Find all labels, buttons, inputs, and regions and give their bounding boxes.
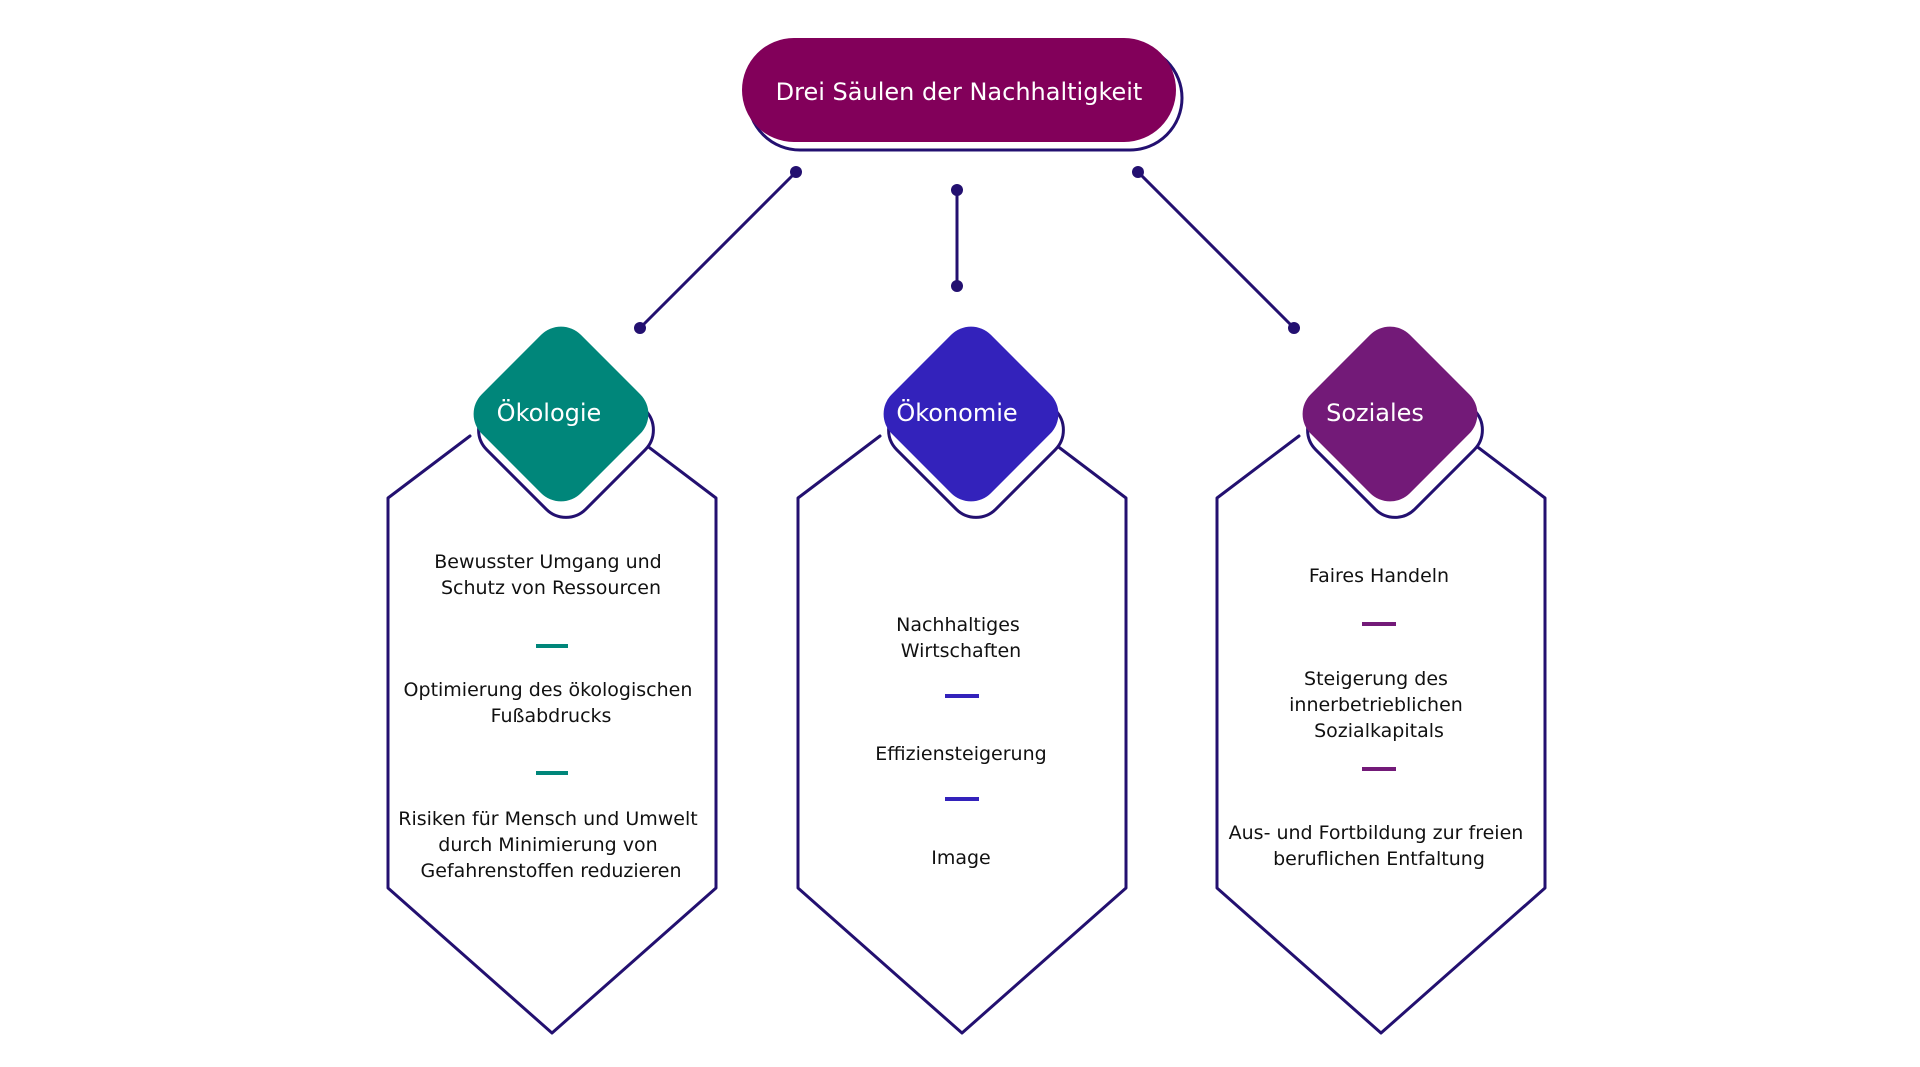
diagram-title: Drei Säulen der Nachhaltigkeit [776, 78, 1143, 106]
pillar-oekologie-item-1-line-1: Bewusster Umgang und [434, 551, 662, 573]
pillar-oekonomie-item-3: Image [931, 847, 991, 869]
pillar-soziales-item-3-line-1: Aus- und Fortbildung zur freien [1229, 822, 1524, 844]
title-pill [742, 38, 1176, 142]
connector-right-start-dot [1132, 166, 1144, 178]
connector-left-end-dot [634, 322, 646, 334]
pillar-oekonomie: Ökonomie Nachhaltiges Wirtschaften Effiz… [796, 326, 1128, 1035]
pillar-soziales-item-2-line-1: Steigerung des [1304, 668, 1448, 690]
pillar-soziales-item-3-line-2: beruflichen Entfaltung [1273, 848, 1485, 870]
pillar-oekologie-item-1: Bewusster Umgang und Schutz von Ressourc… [434, 551, 668, 599]
pillar-oekonomie-title: Ökonomie [896, 398, 1017, 427]
pillar-oekonomie-item-2: Effiziensteigerung [875, 743, 1046, 765]
pillar-soziales-item-2-line-2: innerbetrieblichen [1289, 694, 1463, 716]
pillar-oekonomie-item-1: Nachhaltiges Wirtschaften [896, 614, 1026, 662]
pillar-oekologie-outline [386, 434, 718, 1035]
connector-left [638, 170, 798, 330]
pillar-soziales-item-2-line-3: Sozialkapitals [1314, 720, 1444, 742]
pillar-oekonomie-item-1-line-1: Nachhaltiges [896, 614, 1020, 636]
pillar-oekologie-item-3-line-2: durch Minimierung von [438, 834, 657, 856]
pillar-soziales-item-1: Faires Handeln [1309, 565, 1449, 587]
connectors [634, 166, 1300, 334]
pillar-oekonomie-item-1-line-2: Wirtschaften [901, 640, 1021, 662]
pillar-oekologie-item-2-line-1: Optimierung des ökologischen [404, 679, 693, 701]
connector-right-end-dot [1288, 322, 1300, 334]
connector-right [1136, 170, 1296, 330]
pillar-soziales: Soziales Faires Handeln Steigerung des i… [1215, 326, 1547, 1035]
pillar-oekologie-item-3-line-3: Gefahrenstoffen reduzieren [421, 860, 682, 882]
pillar-soziales-diamond [1302, 326, 1478, 502]
pillar-oekologie-title: Ökologie [497, 398, 602, 427]
connector-center-start-dot [951, 184, 963, 196]
pillar-oekonomie-diamond [883, 326, 1059, 502]
pillar-oekonomie-outline [796, 434, 1128, 1035]
pillar-soziales-item-2: Steigerung des innerbetrieblichen Sozial… [1289, 668, 1469, 742]
pillar-oekologie-diamond [473, 326, 649, 502]
connector-left-start-dot [790, 166, 802, 178]
pillar-oekonomie-item-2-line-1: Effiziensteigerung [875, 743, 1046, 765]
pillar-soziales-title: Soziales [1326, 399, 1424, 427]
pillar-soziales-item-3: Aus- und Fortbildung zur freien beruflic… [1229, 822, 1530, 870]
pillar-oekologie-item-2-line-2: Fußabdrucks [491, 705, 612, 727]
pillar-oekologie-item-3-line-1: Risiken für Mensch und Umwelt [398, 808, 697, 830]
pillar-oekologie-item-2: Optimierung des ökologischen Fußabdrucks [404, 679, 699, 727]
title-node: Drei Säulen der Nachhaltigkeit [742, 38, 1184, 152]
pillar-oekologie-item-1-line-2: Schutz von Ressourcen [441, 577, 661, 599]
pillar-oekologie: Ökologie Bewusster Umgang und Schutz von… [386, 326, 718, 1035]
connector-center-end-dot [951, 280, 963, 292]
pillar-soziales-item-1-line-1: Faires Handeln [1309, 565, 1449, 587]
pillar-oekologie-item-3: Risiken für Mensch und Umwelt durch Mini… [398, 808, 704, 882]
pillar-soziales-outline [1215, 434, 1547, 1035]
pillar-oekonomie-item-3-line-1: Image [931, 847, 991, 869]
